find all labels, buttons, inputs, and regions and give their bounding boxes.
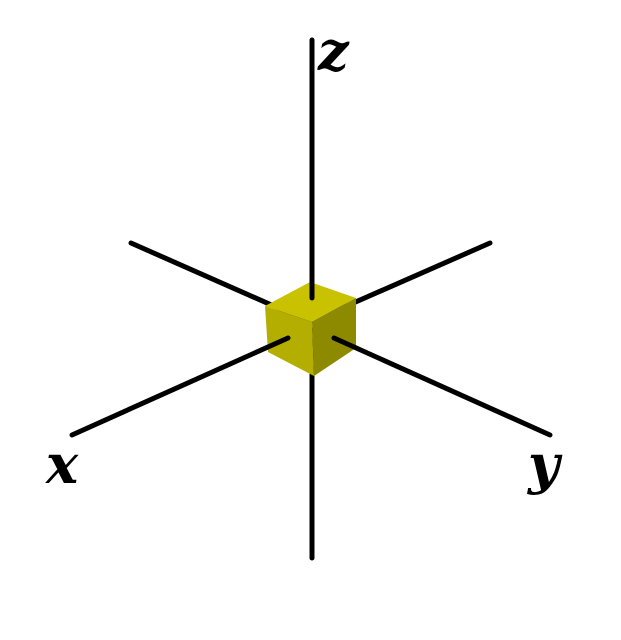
y-axis-positive [331, 335, 553, 438]
cube-left-face [265, 306, 314, 376]
cube-top-face [265, 282, 356, 322]
x-axis-label: x [45, 432, 79, 496]
z-axis-label: z [317, 19, 350, 83]
x-axis-positive [69, 335, 291, 438]
y-axis-label: y [527, 432, 563, 496]
